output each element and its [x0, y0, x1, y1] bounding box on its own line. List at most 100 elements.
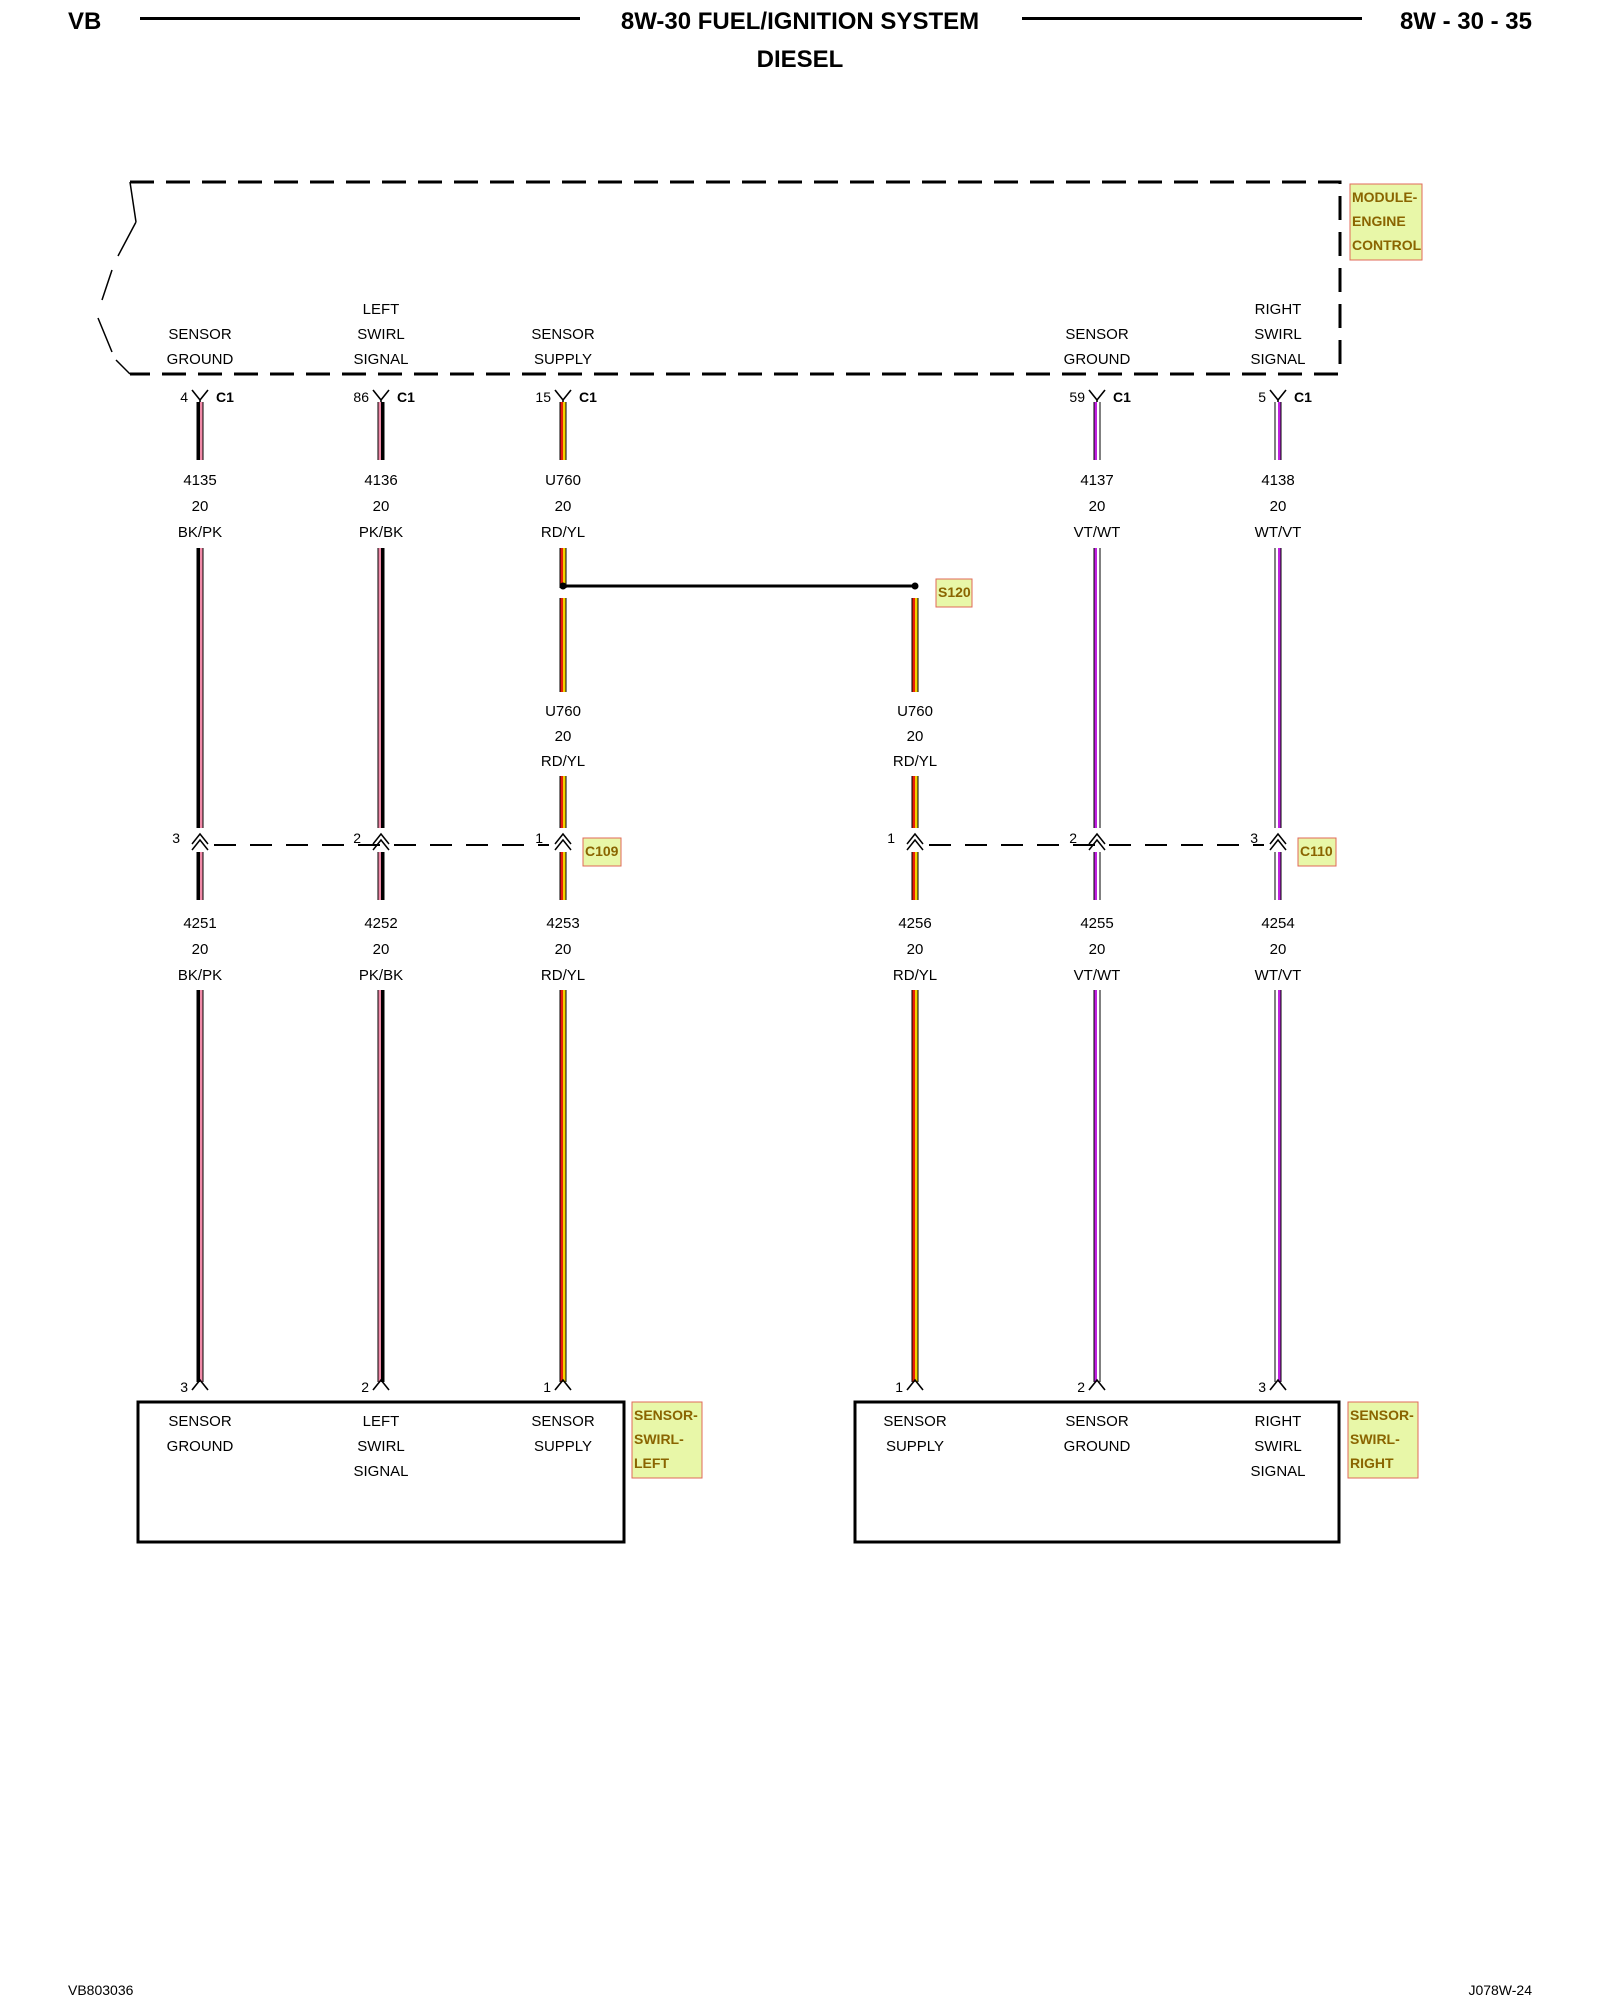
- wire-color-label: BK/PK: [178, 967, 222, 984]
- wire-color-label: PK/BK: [359, 524, 403, 541]
- lower-wire-stub: [377, 852, 385, 900]
- tag-text: SENSOR-: [1350, 1407, 1414, 1423]
- wire-tracer-color: [381, 548, 384, 828]
- wire-base-color: [1275, 548, 1278, 828]
- splice-node: [559, 582, 567, 590]
- sensor-pin-number: 2: [1077, 1379, 1085, 1395]
- module-pin-label: GROUND: [167, 351, 234, 368]
- lower-wire-run: [1093, 990, 1101, 1382]
- wire-color-label: RD/YL: [541, 524, 585, 541]
- sensor-pin-label: SWIRL: [1254, 1438, 1302, 1455]
- inline-connector-pin-number: 1: [535, 830, 543, 846]
- sensor-pin-number: 1: [895, 1379, 903, 1395]
- wire-tracer-color: [1278, 402, 1281, 460]
- page-title: 8W-30 FUEL/IGNITION SYSTEM: [620, 8, 980, 35]
- footer-figure-id: VB803036: [68, 1982, 134, 1998]
- wire-tracer-color: [200, 548, 203, 828]
- lower-wire-stub: [559, 852, 567, 900]
- wire-base-color: [1094, 852, 1097, 900]
- module-pin-label: SIGNAL: [353, 351, 408, 368]
- sensor-pin-number: 3: [1258, 1379, 1266, 1395]
- wire-tracer-color: [563, 852, 566, 900]
- sensor-pin-label: SUPPLY: [534, 1438, 592, 1455]
- module-pin-label: SWIRL: [357, 326, 405, 343]
- splice-wire-upper: [559, 598, 567, 692]
- footer-reference: J078W-24: [1468, 1982, 1532, 1998]
- module-connector-name: C1: [397, 389, 415, 405]
- upper-wire-run: [1274, 548, 1282, 828]
- wire-color-label: RD/YL: [893, 753, 937, 770]
- tag-text: S120: [938, 584, 971, 600]
- wire-base-color: [912, 598, 915, 692]
- module-pin-label: LEFT: [363, 301, 400, 318]
- supply-wire-to-splice: [559, 548, 567, 588]
- wire-color-label: VT/WT: [1074, 524, 1121, 541]
- sensor-body: [853, 1400, 1341, 1544]
- upper-wire-stub: [196, 402, 204, 460]
- wire-tracer-color: [1278, 548, 1281, 828]
- wire-base-color: [560, 776, 563, 828]
- lower-wire-run: [196, 990, 204, 1382]
- wire-color-label: PK/BK: [359, 967, 403, 984]
- tag-text: ENGINE: [1352, 213, 1406, 229]
- tag-box: [631, 1401, 703, 1479]
- sensor-pin-icon: [906, 1378, 924, 1391]
- wire-tracer-color: [381, 402, 384, 460]
- wire-color-label: RD/YL: [541, 753, 585, 770]
- wire-base-color: [912, 776, 915, 828]
- sensor-pin-label: GROUND: [1064, 1438, 1131, 1455]
- wire-color-label: WT/VT: [1255, 524, 1302, 541]
- wire-tracer-color: [381, 852, 384, 900]
- wire-base-color: [1094, 990, 1097, 1382]
- wire-gauge-label: 20: [555, 498, 572, 515]
- wire-circuit-label: 4137: [1080, 472, 1113, 489]
- wire-base-color: [197, 548, 200, 828]
- lower-wire-stub: [1274, 852, 1282, 900]
- module-pin-label: GROUND: [1064, 351, 1131, 368]
- wire-tracer-color: [200, 402, 203, 460]
- wire-tracer-color: [200, 852, 203, 900]
- module-pin-label: RIGHT: [1255, 301, 1302, 318]
- inline-connector-pin-number: 1: [887, 830, 895, 846]
- module-pin-number: 4: [180, 389, 188, 405]
- module-pin-label: SENSOR: [168, 326, 232, 343]
- wire-tracer-color: [1097, 990, 1100, 1382]
- module-pin-label: SUPPLY: [534, 351, 592, 368]
- sensor-pin-label: RIGHT: [1255, 1413, 1302, 1430]
- wire-circuit-label: U760: [545, 472, 581, 489]
- tag-box: [1349, 183, 1423, 261]
- wire-base-color: [378, 402, 381, 460]
- sensor-body: [136, 1400, 626, 1544]
- wire-color-label: RD/YL: [893, 967, 937, 984]
- upper-wire-run: [377, 548, 385, 828]
- wire-tracer-color: [563, 548, 566, 588]
- wire-tracer-color: [1097, 852, 1100, 900]
- lower-wire-run: [559, 990, 567, 1382]
- wire-tracer-color: [381, 990, 384, 1382]
- upper-wire-stub: [377, 402, 385, 460]
- wire-tracer-color: [915, 598, 918, 692]
- wire-circuit-label: U760: [897, 703, 933, 720]
- wire-gauge-label: 20: [1270, 498, 1287, 515]
- sensor-pin-number: 3: [180, 1379, 188, 1395]
- wire-base-color: [560, 598, 563, 692]
- wire-gauge-label: 20: [1089, 498, 1106, 515]
- wire-circuit-label: U760: [545, 703, 581, 720]
- wire-circuit-label: 4136: [364, 472, 397, 489]
- inline-connector-pin-icon: [191, 832, 209, 851]
- sensor-pin-label: SENSOR: [531, 1413, 595, 1430]
- wire-circuit-label: 4251: [183, 915, 216, 932]
- tag-box: [582, 837, 622, 867]
- wire-color-label: BK/PK: [178, 524, 222, 541]
- splice-wire-upper: [911, 598, 919, 692]
- wire-tracer-color: [915, 990, 918, 1382]
- inline-connector-pin-icon: [372, 832, 390, 851]
- upper-wire-run: [196, 548, 204, 828]
- wire-tracer-color: [200, 990, 203, 1382]
- upper-wire-stub: [1093, 402, 1101, 460]
- inline-connector-pin-icon: [1269, 832, 1287, 851]
- module-pin-number: 15: [535, 389, 551, 405]
- header-rule-left: [140, 17, 580, 20]
